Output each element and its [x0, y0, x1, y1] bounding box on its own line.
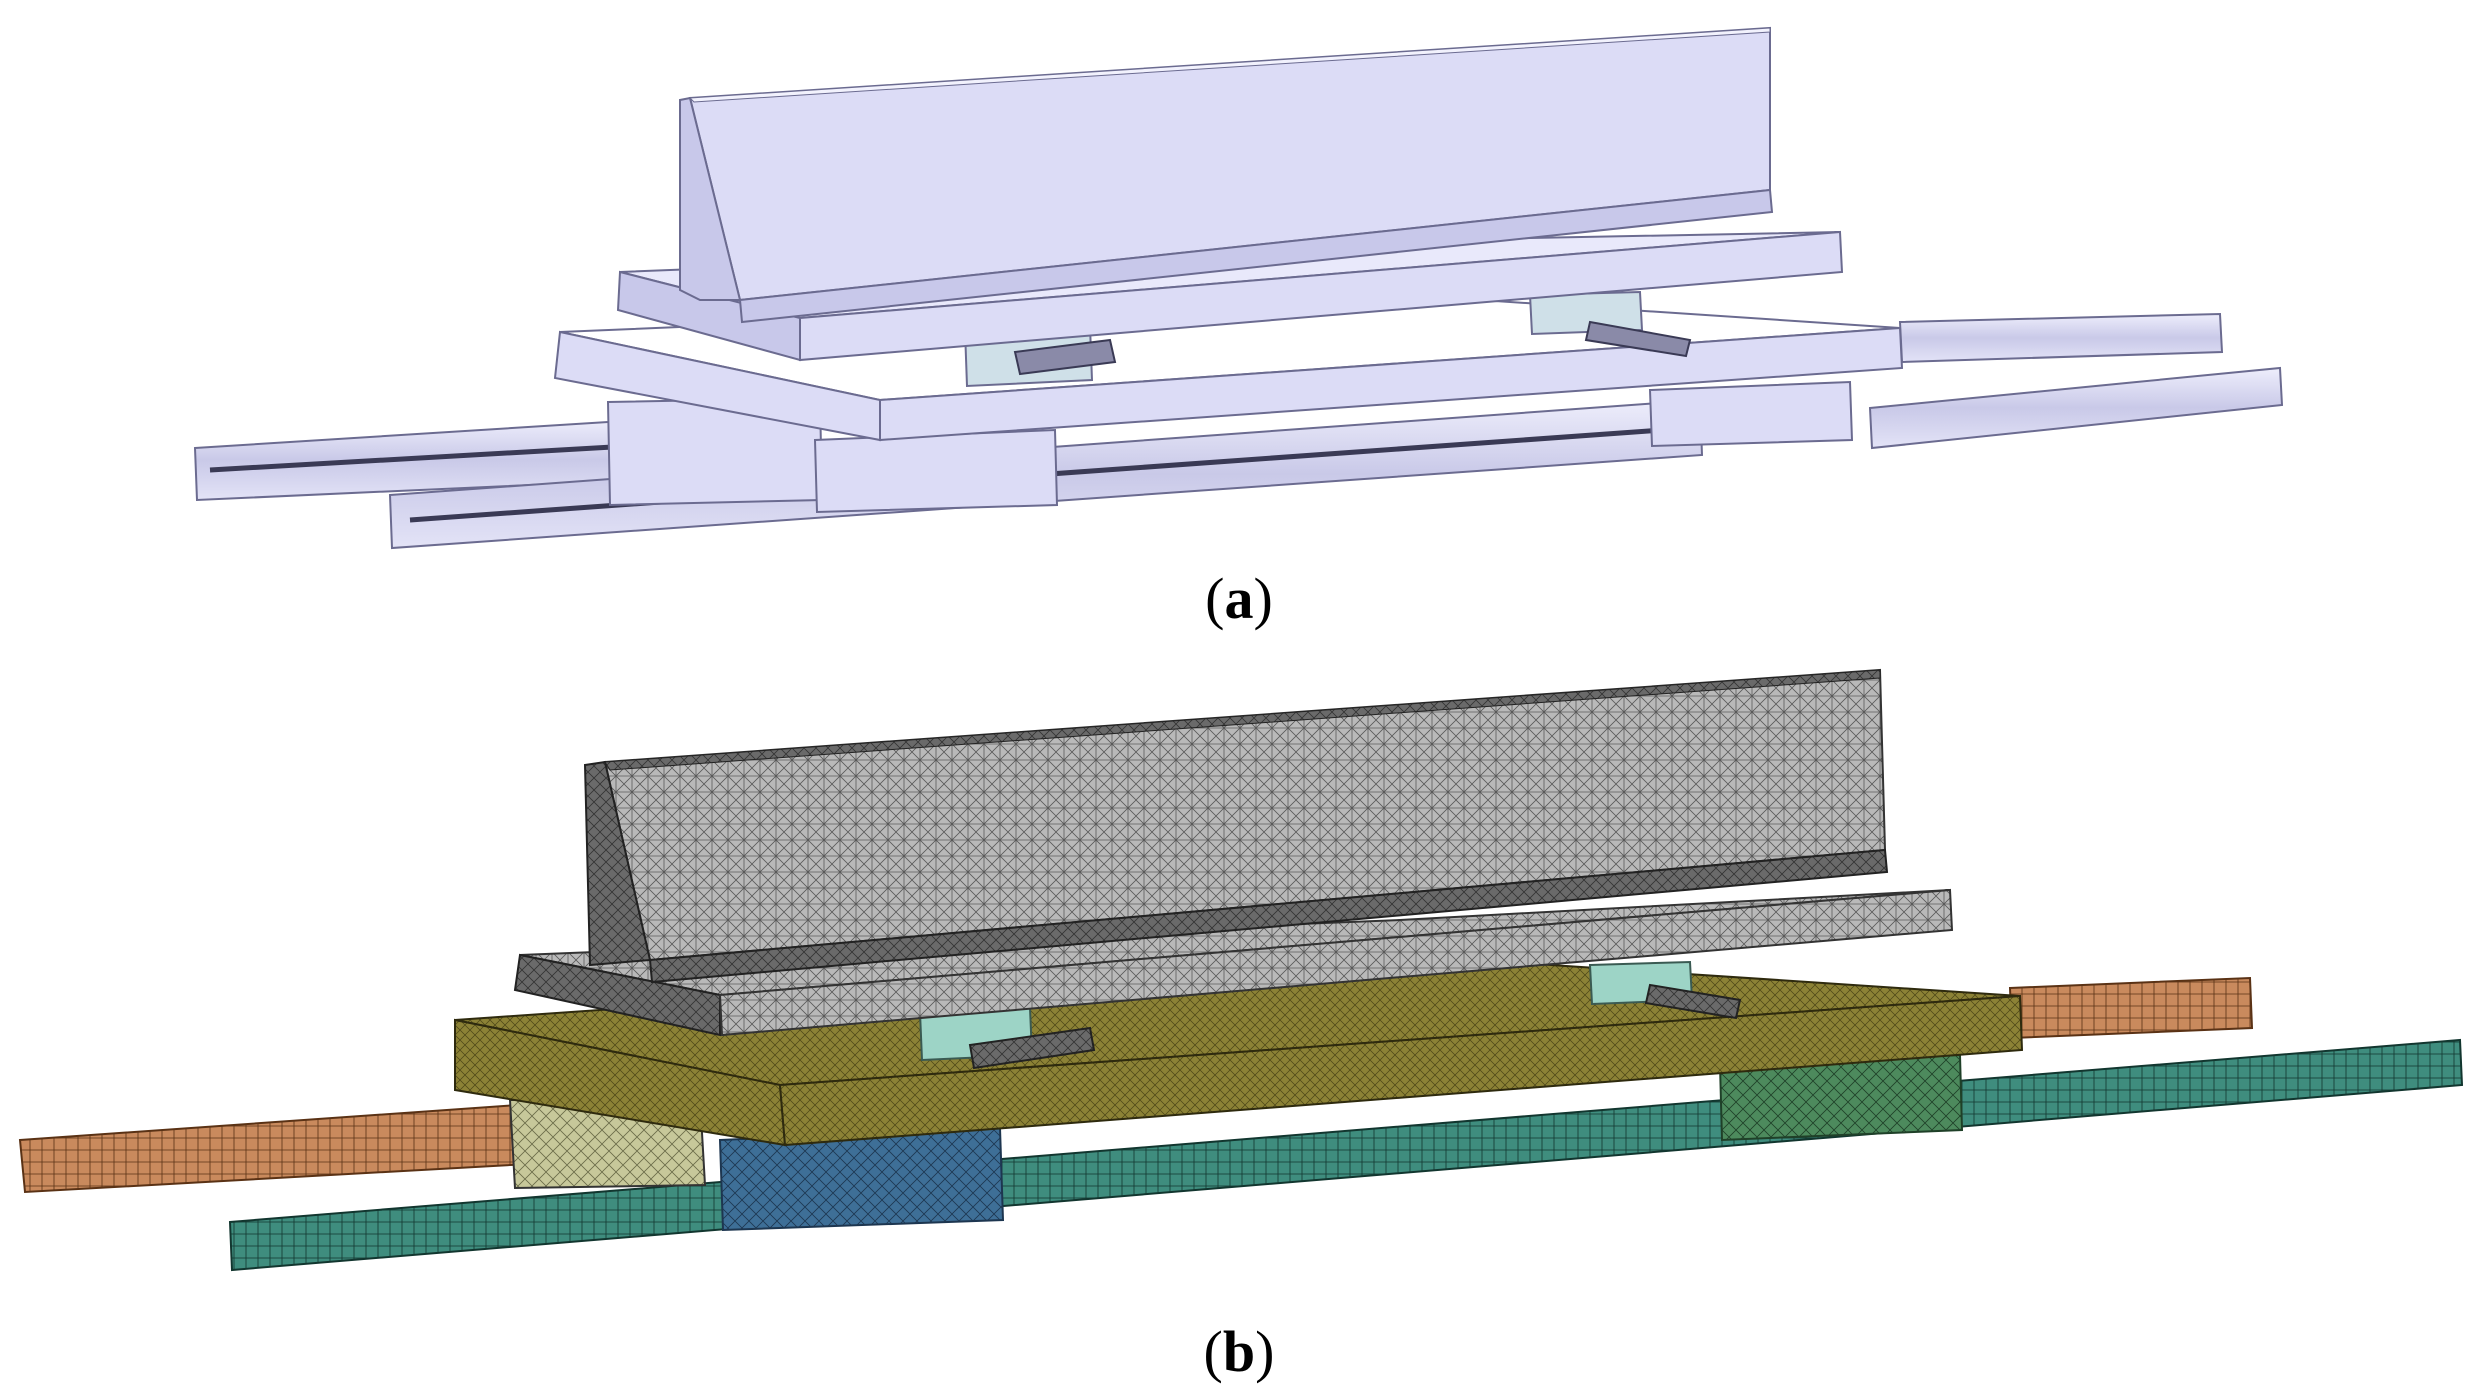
cad-rail-back: [1868, 312, 2284, 450]
caption-b: (b): [1203, 1319, 1275, 1384]
mesh-rail-orange: [18, 976, 2254, 1194]
caption-a: (a): [1205, 566, 1273, 631]
mesh-sliders: [918, 960, 1742, 1070]
panel-b-fe-mesh: [0, 640, 2478, 1310]
fe-mesh-drawing: [18, 668, 2464, 1272]
caption-b-label: b: [1222, 1319, 1256, 1384]
mesh-beam: [583, 668, 1889, 984]
panel-a-cad-model: [0, 0, 2478, 560]
caption-a-label: a: [1224, 566, 1254, 631]
cad-model-drawing: [190, 20, 2290, 550]
cad-rail-front-left: [193, 418, 644, 502]
cad-lower-blocks: [606, 380, 1854, 514]
cad-beam: [679, 26, 1774, 324]
